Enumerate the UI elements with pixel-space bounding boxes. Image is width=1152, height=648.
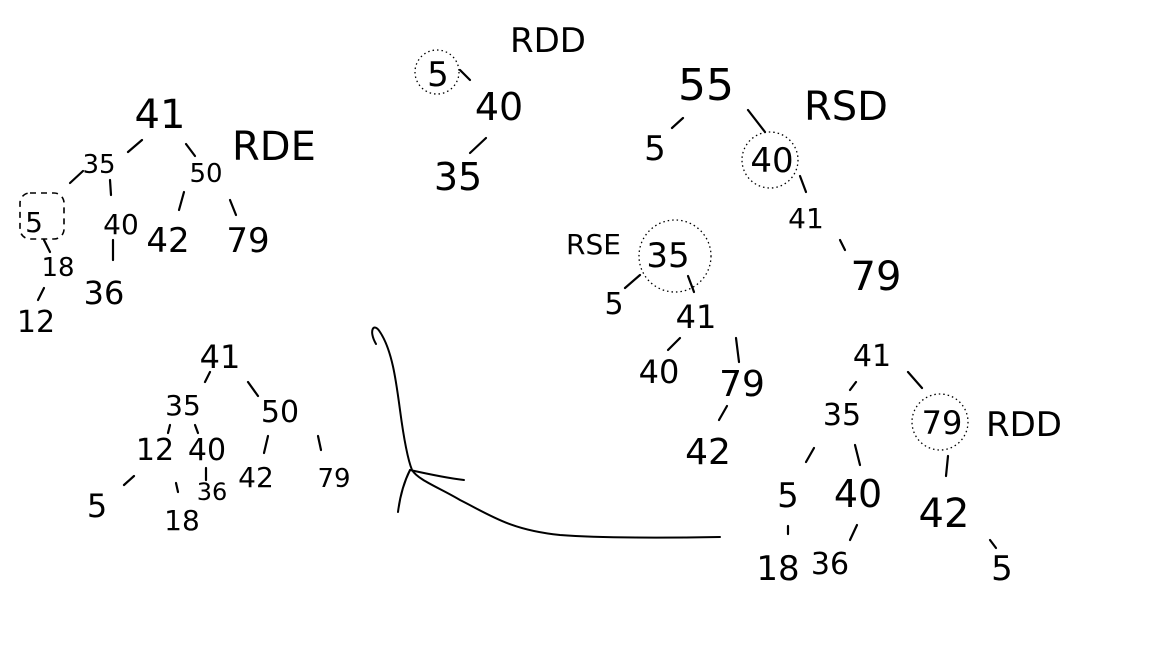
node-79: 79 [226,221,269,261]
node-36: 36 [811,547,849,582]
node-5: 5 [87,487,107,525]
node-35: 35 [434,155,482,199]
node-18: 18 [756,549,799,589]
node-41: 41 [676,298,717,336]
edge-40-18 [174,481,180,494]
connector-curve [371,326,721,539]
edge-55-5 [670,116,685,130]
node-35: 35 [82,150,115,180]
node-55: 55 [678,60,734,111]
tree-label: RDD [986,405,1062,445]
node-12: 12 [17,305,55,340]
edge-41-50 [246,380,260,398]
connector-tick [409,469,465,481]
highlight-circle-5 [414,49,460,95]
node-40: 40 [188,433,226,468]
tree-label: RDD [510,21,586,61]
node-79: 79 [922,404,963,442]
node-50: 50 [261,395,299,430]
tree-label: RSE [566,228,621,261]
tree-rde: 41 35 50 5 40 42 79 18 36 12 RDE [17,92,316,340]
edge-41-35 [203,370,212,384]
node-41: 41 [135,92,186,138]
highlight-circle-40 [741,131,799,189]
highlight-box-5 [19,192,65,240]
tree-rsd: 55 5 40 41 79 RSD [644,60,901,300]
edge-35-40 [108,178,113,197]
edge-12-5 [122,474,136,487]
edge-41-35 [848,380,858,392]
connector-branch [397,469,411,513]
edge-79-42 [717,404,729,422]
node-18: 18 [164,504,200,537]
node-42: 42 [146,221,189,261]
edge-42-5 [988,538,998,550]
node-50: 50 [189,159,222,189]
edge-50-42 [262,434,270,455]
node-40: 40 [103,208,139,241]
edge-40-41 [798,174,808,194]
node-79: 79 [719,364,765,405]
node-42: 42 [238,461,274,494]
edge-5-18 [42,238,52,254]
node-42: 42 [919,491,970,537]
edge-50-42 [177,190,186,212]
edge-41-79 [734,336,741,364]
node-35: 35 [646,236,689,276]
node-42: 42 [685,432,731,473]
edge-41-35 [126,138,144,154]
tree-rdd-bottom: 41 35 79 5 40 42 18 36 5 RDD [756,339,1062,589]
node-41: 41 [853,339,891,374]
edge-35-5 [68,169,85,185]
node-36: 36 [197,478,228,506]
node-12: 12 [136,433,174,468]
node-5: 5 [25,206,43,239]
node-5: 5 [777,476,799,516]
node-40: 40 [639,353,680,391]
edge-41-79 [906,370,924,390]
node-40: 40 [475,85,523,129]
node-41: 41 [788,202,824,235]
tree-bottom-left: 41 35 50 12 40 42 79 5 18 36 [87,338,351,537]
edge-18-12 [36,286,46,302]
edge-35-12 [166,423,172,435]
edge-41-40 [666,336,682,352]
edge-35-41 [686,274,696,294]
node-35: 35 [165,389,201,422]
node-18: 18 [41,253,74,283]
edge-41-79 [838,238,847,252]
edge-5-40 [458,68,472,82]
node-40: 40 [750,141,793,181]
edge-35-5 [804,446,816,464]
edge-50-79 [228,198,238,217]
edge-40-35 [468,136,488,155]
tree-rse: 35 5 41 40 79 42 RSE [566,219,765,473]
node-5: 5 [644,129,666,169]
edge-41-50 [184,142,197,158]
node-41: 41 [200,338,241,376]
tree-rdd-top: 5 40 35 RDD [414,21,586,199]
highlight-circle-79 [911,393,969,451]
node-36: 36 [84,274,125,312]
node-5: 5 [604,287,623,322]
edge-55-40 [746,108,767,134]
tree-label: RSD [804,84,888,130]
connector-stroke [371,326,721,539]
edge-79-42 [944,454,950,478]
edge-35-5 [623,273,642,290]
edge-35-40 [853,443,862,467]
tree-label: RDE [232,124,316,170]
edge-50-79 [316,434,323,452]
node-5: 5 [427,55,449,95]
node-40: 40 [834,472,882,516]
node-35: 35 [823,398,861,433]
highlight-circle-35 [638,219,712,293]
node-79: 79 [851,254,902,300]
node-5: 5 [991,549,1013,589]
node-79: 79 [317,464,350,494]
edge-40-36 [848,523,859,542]
edge-35-40 [193,423,200,435]
